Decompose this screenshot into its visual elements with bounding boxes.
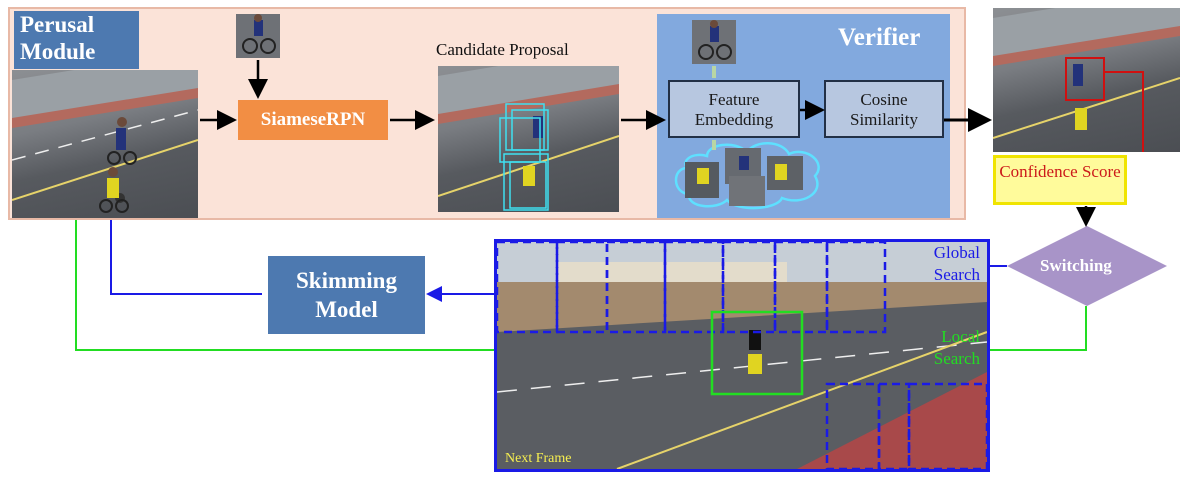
input-frame-image (12, 70, 198, 218)
local-search-label: Local Search (933, 327, 980, 368)
candidate-scene (438, 66, 619, 211)
feature-embedding-label: Feature Embedding (694, 90, 774, 129)
next-frame-label: Next Frame (505, 451, 572, 466)
line-perusal-green (75, 220, 494, 351)
switching-label: Switching (1040, 256, 1112, 275)
feature-embedding-box: Feature Embedding (668, 80, 800, 138)
verifier-title: Verifier (838, 24, 921, 51)
next-frame-scene (497, 242, 987, 469)
candidate-proposal-label: Candidate Proposal (436, 40, 569, 59)
line-switch-to-local (990, 306, 1087, 351)
output-frame-image (993, 8, 1180, 152)
candidate-cloud (674, 142, 820, 210)
cosine-similarity-box: Cosine Similarity (824, 80, 944, 138)
global-search-label: Global Search (933, 243, 980, 284)
confidence-score-box: Confidence Score (993, 155, 1127, 205)
switching-diamond (1007, 226, 1167, 306)
output-frame-scene (993, 8, 1180, 152)
candidate-proposal-image (438, 66, 619, 212)
cosine-similarity-label: Cosine Similarity (850, 90, 918, 129)
siamese-rpn-box: SiameseRPN (238, 100, 388, 140)
verifier-template-thumbnail (692, 20, 736, 64)
verifier-template-cyclist (698, 20, 732, 60)
input-frame-scene (12, 70, 198, 213)
template-thumbnail (236, 14, 280, 58)
skimming-model-box: Skimming Model (268, 256, 425, 334)
template-cyclist (242, 14, 276, 54)
next-frame-image (494, 239, 990, 472)
line-perusal-to-skim (110, 220, 262, 295)
perusal-module-title: Perusal Module (14, 11, 139, 69)
